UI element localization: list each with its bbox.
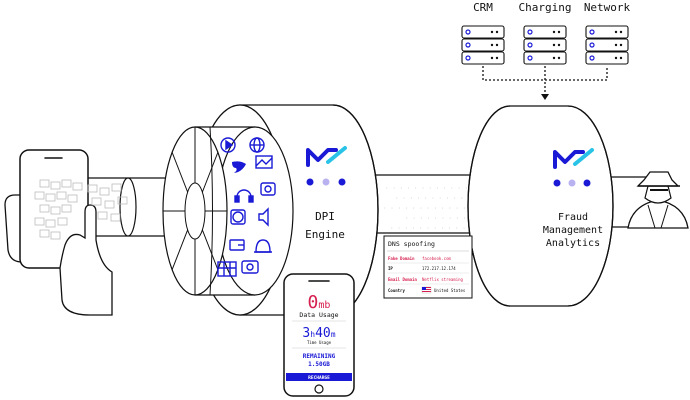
recharge-label: RECHARGE: [308, 375, 330, 381]
server-label-charging: Charging: [519, 1, 572, 14]
arrow-down-icon: [541, 94, 549, 100]
data-usage-unit: mb: [318, 300, 330, 311]
alert-row-value: facebook.com: [422, 256, 451, 261]
server-icon: [461, 25, 505, 65]
compass-icon: [230, 209, 246, 225]
hand-phone: [4, 149, 128, 316]
twitter-icon: [232, 161, 246, 173]
fraud-logo: [553, 148, 594, 187]
fraud-management-cylinder: [467, 105, 614, 307]
server-icon: [585, 25, 629, 65]
svg-text:· · · · · · · · · · · · ·: · · · · · · · · · · · · ·: [390, 225, 480, 232]
time-usage-value: 3h40m: [302, 326, 335, 341]
server-charging: Charging: [519, 1, 572, 65]
app-icons: [217, 137, 276, 277]
usage-phone: 0mb Data Usage 3h40m Time Usage REMAININ…: [283, 273, 355, 397]
bell-icon: [254, 239, 272, 253]
alert-row-key: Email Domain: [388, 277, 417, 282]
fraud-label-line3: Analytics: [546, 238, 600, 249]
alert-row-value: United States: [434, 288, 466, 293]
alert-row-value: Netflix streaming: [422, 277, 464, 282]
svg-text:· · · · · · · · · · · · · · ·: · · · · · · · · · · · · · · ·: [395, 195, 500, 202]
alert-row-key: Fake Domain: [388, 256, 415, 261]
camera-icon: [241, 260, 259, 274]
wallet-icon: [229, 239, 245, 251]
alert-title: DNS spoofing: [388, 240, 435, 248]
time-minutes-unit: m: [331, 330, 336, 339]
fraud-label-line1: Fraud: [558, 212, 588, 223]
data-usage-number: 0: [308, 292, 319, 313]
alert-row-key: Country: [388, 288, 405, 293]
server-label-crm: CRM: [473, 1, 493, 14]
svg-text:· · · · · · · · · · · · · · ·: · · · · · · · · · · · · · · · · · · ·: [383, 205, 517, 212]
svg-text:· · · · · · · · · · · · · · ·: · · · · · · · · · · · · · · · · · ·: [385, 185, 511, 192]
time-hours-unit: h: [310, 330, 315, 339]
image-icon: [255, 155, 273, 169]
alert-row-value: 172.217.12.174: [422, 266, 456, 271]
play-icon: [220, 137, 236, 153]
recharge-button[interactable]: [286, 373, 352, 381]
time-minutes: 40: [315, 326, 331, 341]
calculator-icon: [217, 261, 237, 277]
dpi-label-line2: Engine: [305, 228, 345, 241]
remaining-value: 1.50GB: [308, 361, 330, 368]
globe-icon: [249, 137, 265, 153]
svg-text:· · · · · · · · · · · · · · ·: · · · · · · · · · · · · · · ·: [405, 215, 510, 222]
data-usage-value: 0mb: [308, 292, 331, 313]
us-flag-icon: [421, 286, 432, 294]
headset-icon: [234, 189, 254, 203]
dpi-logo: [306, 146, 347, 186]
phone-icon: [260, 182, 276, 196]
alert-row-key: IP: [388, 266, 393, 271]
server-network: Network: [584, 1, 631, 65]
app-tile-stream: [34, 179, 128, 240]
speaker-icon: [258, 207, 269, 227]
time-usage-label: Time Usage: [307, 340, 332, 345]
time-hours: 3: [302, 326, 310, 341]
server-connectors: [482, 66, 608, 94]
hacker-figure: [627, 171, 689, 229]
server-crm: CRM: [461, 1, 505, 65]
alert-card: DNS spoofing Fake Domain facebook.com IP…: [383, 235, 473, 299]
remaining-label: REMAINING: [303, 353, 336, 360]
fraud-label-line2: Management: [543, 225, 603, 236]
server-icon: [523, 25, 567, 65]
data-usage-label: Data Usage: [299, 311, 338, 319]
dpi-label-line1: DPI: [315, 210, 335, 223]
server-label-network: Network: [584, 1, 631, 14]
